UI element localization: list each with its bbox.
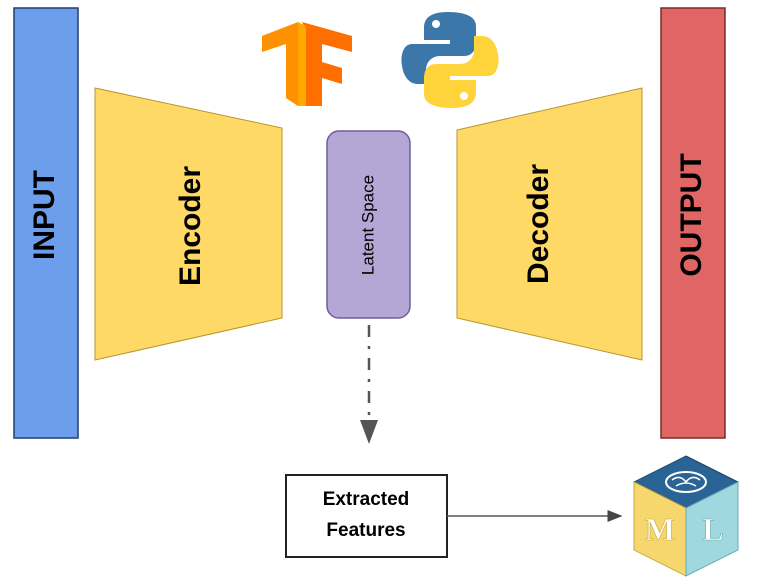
extracted-features-line2: Features [326,520,405,541]
latent-to-features-arrow [360,325,378,444]
ml-cube-letter-l: L [702,511,723,547]
input-label: INPUT [28,170,61,260]
output-label: OUTPUT [675,153,708,276]
brain-icon [665,471,707,493]
output-block: OUTPUT [660,7,726,439]
encoder-label: Encoder [174,166,207,286]
latent-space-box [326,130,411,319]
ml-cube-letter-m: M [645,511,675,547]
decoder-label: Decoder [522,164,555,284]
latent-space-label: Latent Space [358,175,377,275]
decoder-trapezoid [456,87,643,361]
latent-space-block: Latent Space [326,130,411,319]
decoder-block: Decoder [456,87,643,361]
ml-cube-icon: M L [632,455,740,577]
encoder-trapezoid [94,87,283,361]
python-logo-icon [401,12,499,108]
output-bar [660,7,726,439]
extracted-features-box [285,474,448,558]
arrowhead-down [360,420,378,444]
input-bar [13,7,79,439]
extracted-features-block: Extracted Features [285,474,448,558]
input-block: INPUT [13,7,79,439]
tensorflow-logo-icon [262,22,352,106]
extracted-features-line1: Extracted [323,489,410,510]
encoder-block: Encoder [94,87,283,361]
